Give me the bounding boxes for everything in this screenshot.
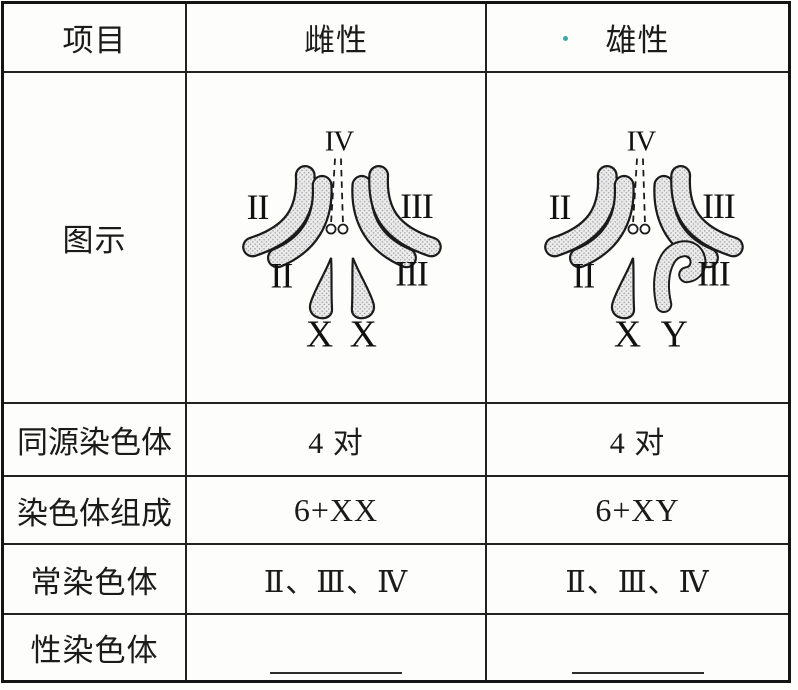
- label-III-upper: III: [400, 186, 433, 226]
- chromosome-IV-dot-right: [638, 223, 650, 235]
- header-cell-item: 项目: [4, 4, 187, 73]
- label-sex-left: X: [613, 313, 640, 355]
- composition-female-value: 6+XX: [293, 491, 379, 528]
- chromosome-X-left: [610, 257, 635, 320]
- composition-label: 染色体组成: [17, 495, 172, 531]
- label-II-lower: II: [270, 256, 292, 296]
- row-diagram-label-cell: 图示: [4, 73, 187, 404]
- homologous-male-value: 4 对: [609, 426, 666, 460]
- label-II-upper: II: [548, 187, 570, 227]
- sex-chromosomes-female-cell: [187, 615, 487, 680]
- row-homologous-label-cell: 同源染色体: [4, 404, 187, 477]
- chromosome-IV-dot-right: [337, 223, 349, 235]
- homologous-label: 同源染色体: [17, 425, 172, 460]
- blank-answer-line: [270, 672, 402, 674]
- label-II-lower: II: [572, 256, 594, 296]
- label-III-lower: III: [697, 254, 730, 294]
- homologous-male-cell: 4 对: [487, 404, 788, 477]
- label-sex-right: Y: [660, 313, 687, 355]
- label-sex-left: X: [306, 313, 333, 355]
- header-cell-female: 雌性: [187, 4, 487, 73]
- label-IV: IV: [325, 126, 355, 158]
- pointer-dash-right: [340, 158, 344, 224]
- autosomes-male-cell: Ⅱ、Ⅲ、Ⅳ: [487, 545, 788, 615]
- composition-male-value: 6+XY: [595, 491, 680, 528]
- autosomes-female-cell: Ⅱ、Ⅲ、Ⅳ: [187, 545, 487, 615]
- homologous-female-value: 4 对: [308, 426, 364, 460]
- chromosome-IV-dot-left: [325, 223, 337, 235]
- diagram-row-label: 图示: [62, 223, 127, 258]
- chromosome-X-right: [350, 257, 375, 320]
- autosomes-label: 常染色体: [30, 564, 159, 600]
- chromosome-X-left: [309, 257, 334, 320]
- header-female-label: 雌性: [304, 23, 368, 58]
- row-sex-chromosomes-label-cell: 性染色体: [4, 615, 187, 680]
- chromosome-IV-dot-left: [627, 223, 638, 235]
- header-male-label: 雄性: [605, 23, 670, 58]
- composition-female-cell: 6+XX: [187, 477, 487, 545]
- blank-answer-line: [571, 672, 704, 674]
- autosomes-male-value: Ⅱ、Ⅲ、Ⅳ: [565, 566, 710, 599]
- header-item-label: 项目: [62, 23, 127, 58]
- label-IV: IV: [626, 126, 656, 158]
- homologous-female-cell: 4 对: [187, 404, 487, 477]
- row-autosomes-label-cell: 常染色体: [4, 545, 187, 615]
- autosomes-female-value: Ⅱ、Ⅲ、Ⅳ: [263, 566, 409, 599]
- label-sex-right: X: [350, 313, 377, 355]
- print-speck: [563, 36, 568, 41]
- label-II-upper: II: [247, 187, 269, 227]
- row-composition-label-cell: 染色体组成: [4, 477, 187, 545]
- pointer-dash-right: [641, 158, 646, 224]
- label-III-upper: III: [702, 186, 735, 226]
- header-cell-male: 雄性: [487, 4, 788, 73]
- label-III-lower: III: [395, 254, 428, 294]
- sex-chromosomes-label: 性染色体: [30, 633, 159, 668]
- sex-chromosomes-male-cell: [487, 615, 788, 680]
- composition-male-cell: 6+XY: [487, 477, 788, 545]
